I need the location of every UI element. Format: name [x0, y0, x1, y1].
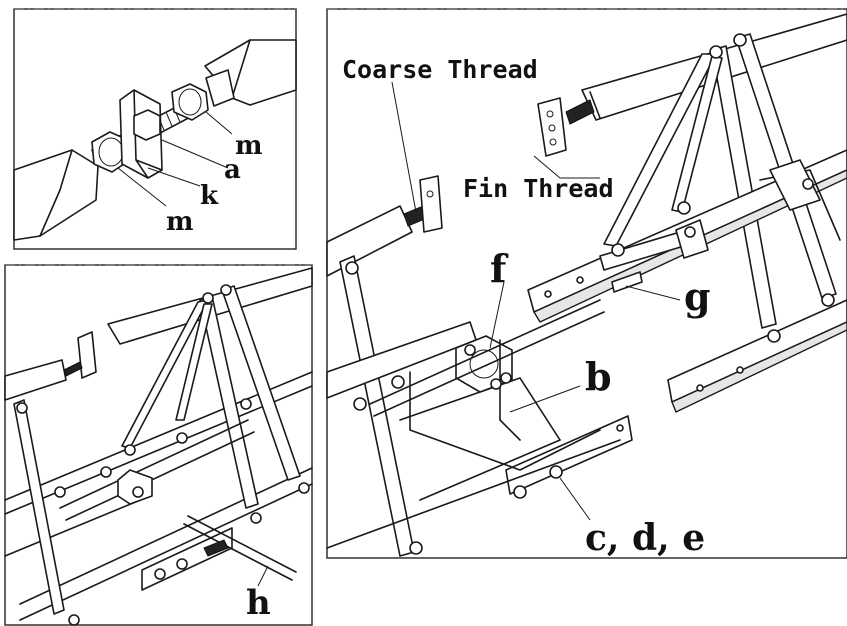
bolts-overview: [16, 284, 310, 626]
label-a: a: [224, 155, 241, 185]
label-f: f: [490, 246, 509, 291]
label-fin-thread: Fin Thread: [463, 174, 614, 203]
nut-m-right: [171, 83, 209, 121]
leader-b: [509, 385, 581, 413]
leader-g: [625, 285, 681, 301]
panel-turnbuckle-detail: m a k m: [13, 8, 297, 250]
label-h: h: [246, 583, 271, 623]
fin-thread-plate: [537, 97, 567, 157]
leader-cde: [559, 477, 591, 521]
label-coarse-thread: Coarse Thread: [342, 55, 538, 84]
label-b: b: [585, 354, 612, 399]
panel-overview: h: [4, 264, 313, 626]
leg-front-right: [711, 45, 777, 329]
bolts-right-panel: [345, 33, 835, 555]
label-g: g: [684, 274, 711, 319]
panel-frame-detail: Coarse Thread Fin Thread f g b c, d, e: [326, 8, 847, 559]
leader-fin-thread: [533, 155, 600, 179]
label-k: k: [200, 181, 219, 211]
rail-lower-right: [667, 299, 847, 403]
leader-coarse-thread: [391, 81, 417, 213]
label-m-bottom: m: [166, 207, 194, 237]
label-cde: c, d, e: [585, 517, 705, 559]
coarse-thread-plate: [419, 175, 443, 233]
label-m-top: m: [235, 131, 263, 161]
nut-a: [133, 109, 161, 141]
plate-cde: [505, 415, 633, 495]
leader-f: [489, 281, 505, 349]
leg-left: [13, 399, 65, 615]
